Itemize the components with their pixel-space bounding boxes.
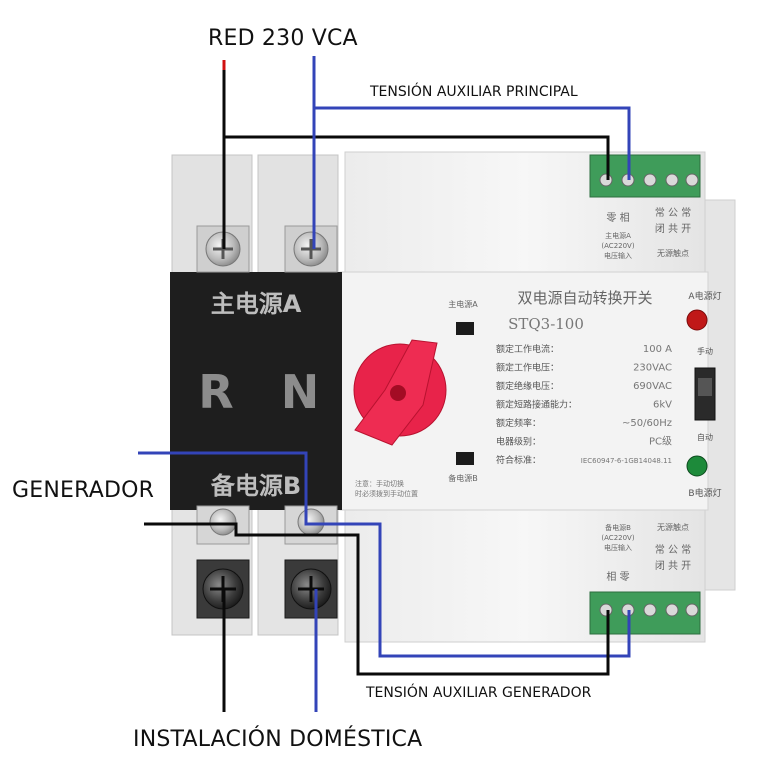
- spec-key: 额定工作电压：: [496, 362, 559, 374]
- product-title: 双电源自动转换开关: [517, 289, 652, 307]
- manual-label: 手动: [697, 346, 713, 356]
- main-source-label: 主电源A: [211, 290, 302, 318]
- aux-principal-neutral-wire: [314, 106, 631, 180]
- bottom-terminal-chars2: 闭 共 开: [655, 559, 691, 572]
- spec-value: 690VAC: [633, 381, 672, 392]
- switch-a-label: 主电源A: [448, 299, 478, 309]
- ats-device: 主电源A R N 备电源B 双电源自动转换开关 STQ3-100 A电源灯 B电…: [170, 151, 736, 643]
- top-terminal-label3: (AC220V): [601, 242, 634, 250]
- top-terminal-label1: 零 相: [606, 211, 629, 224]
- switch-b-label: 备电源B: [448, 473, 478, 483]
- label-generador: GENERADOR: [12, 478, 155, 503]
- model-label: STQ3-100: [508, 315, 584, 333]
- bottom-screw-n: [284, 559, 338, 619]
- aux-principal-phase-wire: [224, 135, 610, 180]
- lamp-a-indicator: [686, 309, 708, 331]
- spec-key: 额定工作电流：: [496, 343, 559, 355]
- spec-value: ~50/60Hz: [622, 418, 672, 429]
- top-terminal-label2: 主电源A: [605, 231, 631, 240]
- lamp-a-label: A电源灯: [688, 290, 721, 302]
- spec-key: 额定绝缘电压：: [496, 380, 559, 392]
- spec-value: PC级: [649, 436, 672, 448]
- top-terminal-contact: 无源触点: [657, 248, 689, 258]
- spec-value: 100 A: [643, 344, 672, 355]
- bottom-terminal-label2: (AC220V): [601, 534, 634, 542]
- bottom-terminal-lr: 相 零: [606, 570, 629, 583]
- spec-table: 额定工作电流： 100 A 额定工作电压： 230VAC 额定绝缘电压： 690VAC 额定…: [496, 343, 672, 466]
- selector-knob[interactable]: [353, 339, 447, 446]
- generator-neutral-wire: [138, 451, 631, 658]
- spec-key: 符合标准：: [496, 454, 541, 466]
- spec-value: 230VAC: [633, 363, 672, 374]
- phase-n-label: N: [281, 365, 320, 419]
- generator-phase-wire: [144, 522, 610, 676]
- label-red-230: RED 230 VCA: [208, 26, 358, 51]
- spec-value: IEC60947-6-1GB14048.11: [581, 457, 672, 465]
- spec-key: 额定频率：: [496, 417, 541, 429]
- label-aux-principal: TENSIÓN AUXILIAR PRINCIPAL: [370, 84, 578, 100]
- bottom-terminal-label1: 备电源B: [605, 523, 631, 532]
- switch-a-window: [456, 322, 474, 335]
- phase-r-label: R: [198, 365, 233, 419]
- auto-label: 自动: [697, 432, 713, 442]
- bottom-terminal-contact: 无源触点: [657, 522, 689, 532]
- spec-key: 额定短路接通能力：: [496, 399, 577, 411]
- label-instalacion: INSTALACIÓN DOMÉSTICA: [133, 727, 423, 752]
- wiring: [138, 56, 631, 712]
- note-line1: 注意：手动切换: [355, 479, 404, 488]
- switch-b-window: [456, 452, 474, 465]
- lamp-b-indicator: [686, 455, 708, 477]
- lamp-b-label: B电源灯: [688, 487, 721, 499]
- black-panel: [170, 272, 342, 510]
- mode-slider[interactable]: [694, 367, 716, 421]
- top-screw-n: [284, 225, 338, 273]
- note-line2: 时必须拨到手动位置: [355, 489, 418, 498]
- top-terminal-chars: 常 公 常: [655, 206, 691, 219]
- bottom-terminal-label3: 电压输入: [604, 543, 632, 552]
- spec-key: 电器级别：: [496, 436, 541, 448]
- top-terminal-chars2: 闭 共 开: [655, 222, 691, 235]
- label-aux-generador: TENSIÓN AUXILIAR GENERADOR: [366, 685, 592, 701]
- backup-source-label: 备电源B: [210, 472, 301, 500]
- bottom-terminal-chars: 常 公 常: [655, 543, 691, 556]
- top-terminal-label4: 电压输入: [604, 251, 632, 260]
- spec-value: 6kV: [653, 400, 672, 411]
